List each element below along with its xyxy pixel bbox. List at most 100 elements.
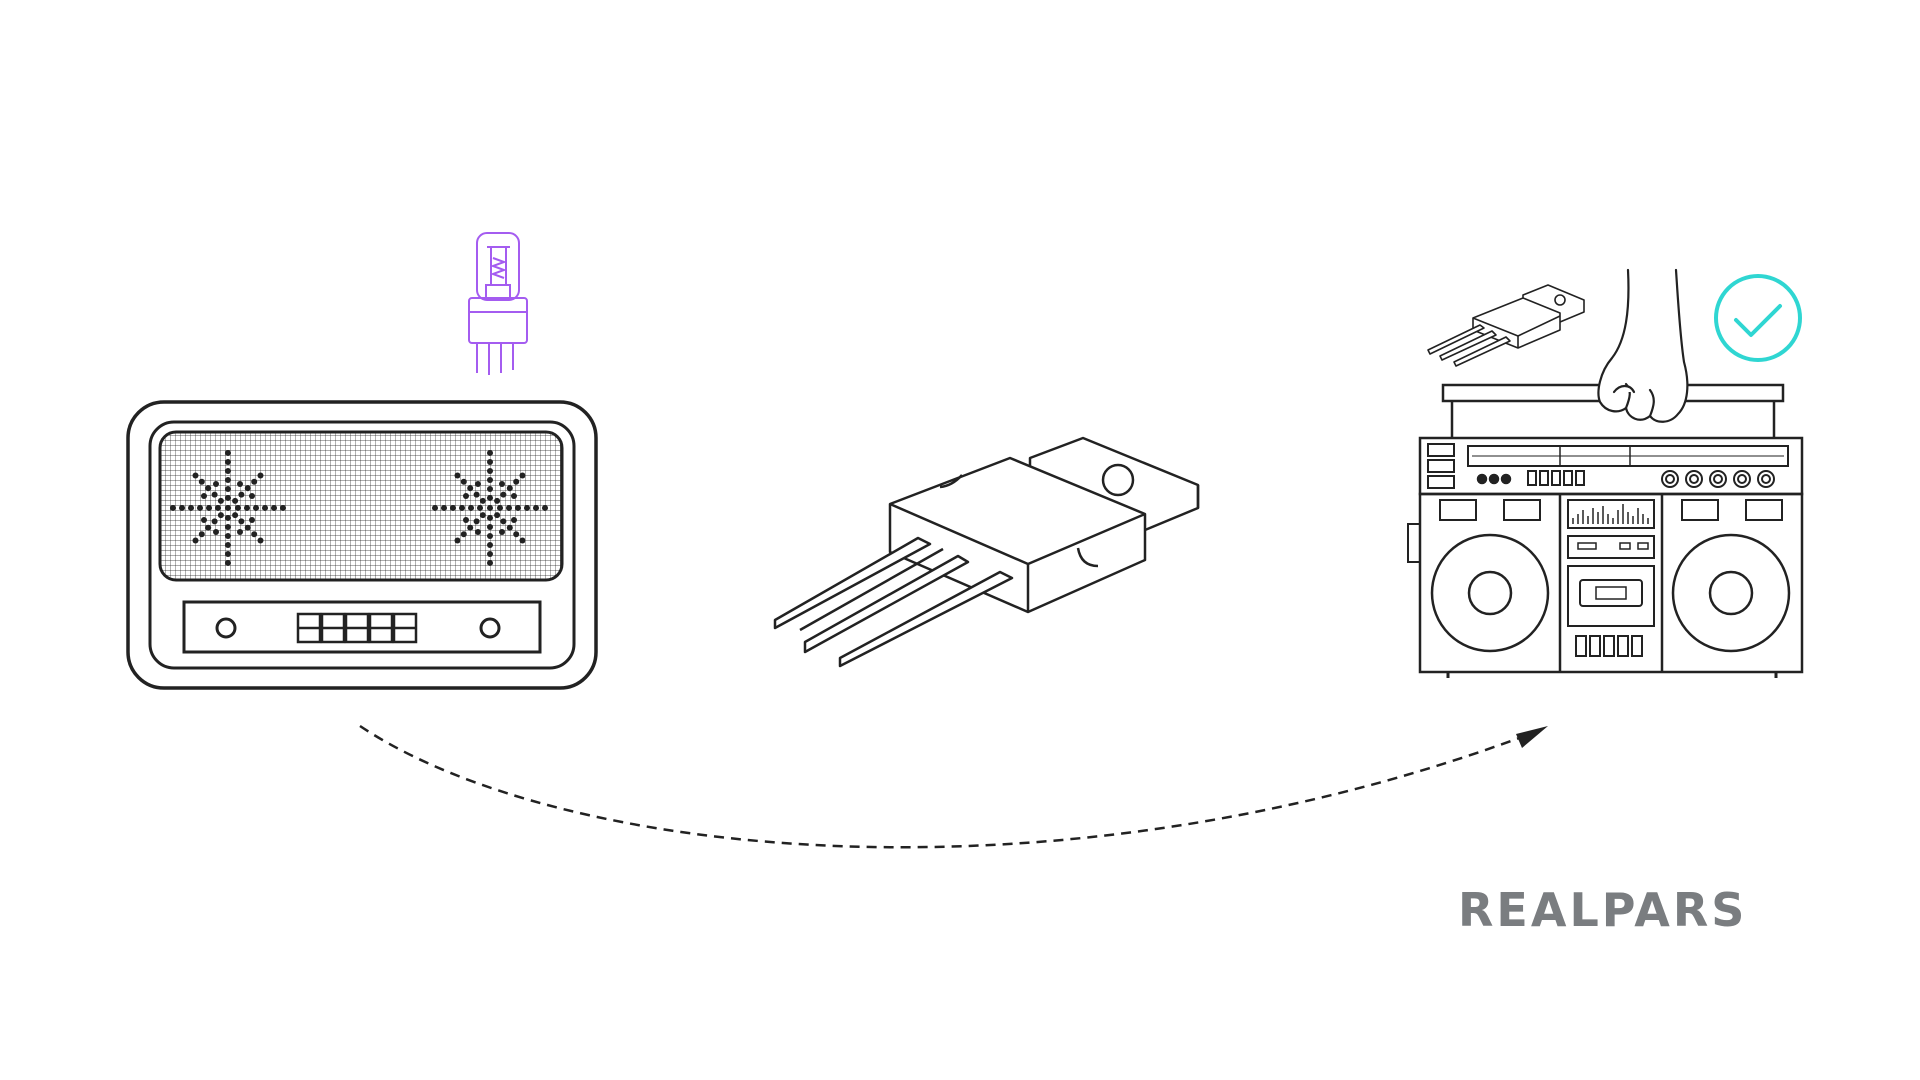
- speaker-dot: [511, 493, 517, 499]
- speaker-dot: [170, 505, 176, 511]
- speaker-dot: [225, 477, 231, 483]
- speaker-dot: [432, 505, 438, 511]
- speaker-dot: [477, 505, 483, 511]
- speaker-dot: [542, 505, 548, 511]
- speaker-dot: [513, 531, 520, 538]
- speaker-dot: [225, 560, 231, 566]
- speaker-dot: [487, 505, 493, 511]
- boombox-icon: [1407, 383, 1804, 678]
- speaker-dot: [251, 531, 258, 538]
- speaker-dot: [237, 481, 243, 487]
- vacuum-tube-icon: [468, 232, 528, 375]
- speaker-dot: [249, 493, 255, 499]
- speaker-dot: [479, 512, 486, 519]
- speaker-dot: [487, 468, 493, 474]
- speaker-dot: [262, 505, 268, 511]
- small-transistor-icon: [1427, 284, 1585, 367]
- speaker-dot: [460, 531, 467, 538]
- right-knob: [479, 617, 501, 639]
- speaker-dot: [237, 529, 243, 535]
- speaker-dot: [271, 505, 277, 511]
- speaker-dot: [506, 485, 513, 492]
- speaker-dot: [473, 491, 480, 498]
- speaker-dot: [225, 505, 231, 511]
- speaker-dot: [198, 531, 205, 538]
- speaker-dot: [463, 517, 469, 523]
- speaker-dot: [225, 459, 231, 465]
- speaker-dot: [487, 551, 493, 557]
- speaker-dot: [479, 497, 486, 504]
- speaker-dot: [217, 497, 224, 504]
- speaker-dot: [225, 542, 231, 548]
- speaker-dot: [225, 551, 231, 557]
- speaker-dot: [513, 478, 520, 485]
- speaker-dot: [197, 505, 203, 511]
- hand-icon: [1597, 268, 1689, 423]
- speaker-dot: [206, 505, 212, 511]
- speaker-dot: [205, 524, 212, 531]
- speaker-dot: [519, 472, 526, 479]
- speaker-dot: [280, 505, 286, 511]
- speaker-dot: [515, 505, 521, 511]
- check-circle-icon: [1714, 274, 1802, 362]
- speaker-dot: [467, 524, 474, 531]
- speaker-dot: [487, 542, 493, 548]
- speaker-dot: [533, 505, 539, 511]
- speaker-dot: [487, 515, 493, 521]
- speaker-dot: [211, 518, 218, 525]
- speaker-dot: [511, 517, 517, 523]
- transistor-icon: [773, 436, 1200, 668]
- speaker-dot: [201, 517, 207, 523]
- speaker-dot: [473, 518, 480, 525]
- speaker-dot: [198, 478, 205, 485]
- speaker-dot: [201, 493, 207, 499]
- speaker-dot: [475, 481, 481, 487]
- speaker-dot: [225, 486, 231, 492]
- speaker-dot: [213, 529, 219, 535]
- speaker-dot: [225, 495, 231, 501]
- speaker-dot: [487, 533, 493, 539]
- speaker-dot: [487, 459, 493, 465]
- speaker-dot: [487, 524, 493, 530]
- left-knob: [215, 617, 237, 639]
- speaker-dot: [205, 485, 212, 492]
- speaker-dot: [232, 512, 239, 519]
- speaker-dot: [487, 560, 493, 566]
- speaker-dot: [192, 472, 199, 479]
- speaker-dot: [487, 450, 493, 456]
- speaker-dot: [487, 486, 493, 492]
- speaker-dot: [225, 515, 231, 521]
- speaker-dot: [213, 481, 219, 487]
- speaker-dot: [232, 497, 239, 504]
- speaker-dot: [188, 505, 194, 511]
- speaker-dot: [225, 533, 231, 539]
- speaker-dot: [238, 518, 245, 525]
- speaker-dot: [497, 505, 503, 511]
- speaker-dot: [494, 512, 501, 519]
- speaker-dot: [235, 505, 241, 511]
- speaker-dot: [225, 524, 231, 530]
- speaker-dot: [524, 505, 530, 511]
- speaker-dot: [244, 505, 250, 511]
- speaker-dot: [257, 537, 264, 544]
- right-speaker-dots: [432, 450, 548, 566]
- speaker-dot: [244, 485, 251, 492]
- speaker-dot: [519, 537, 526, 544]
- speaker-dot: [487, 477, 493, 483]
- speaker-dot: [251, 478, 258, 485]
- speaker-dot: [249, 517, 255, 523]
- dashed-arrow-icon: [359, 724, 1548, 849]
- speaker-dot: [467, 485, 474, 492]
- speaker-dot: [468, 505, 474, 511]
- speaker-dot: [192, 537, 199, 544]
- speaker-dot: [454, 472, 461, 479]
- speaker-dot: [211, 491, 218, 498]
- speaker-dot: [454, 537, 461, 544]
- left-speaker-dots: [170, 450, 286, 566]
- speaker-dot: [475, 529, 481, 535]
- radio-buttons: [296, 612, 418, 644]
- radio-icon: [126, 400, 598, 690]
- brand-logo: REALPARS: [1458, 883, 1748, 937]
